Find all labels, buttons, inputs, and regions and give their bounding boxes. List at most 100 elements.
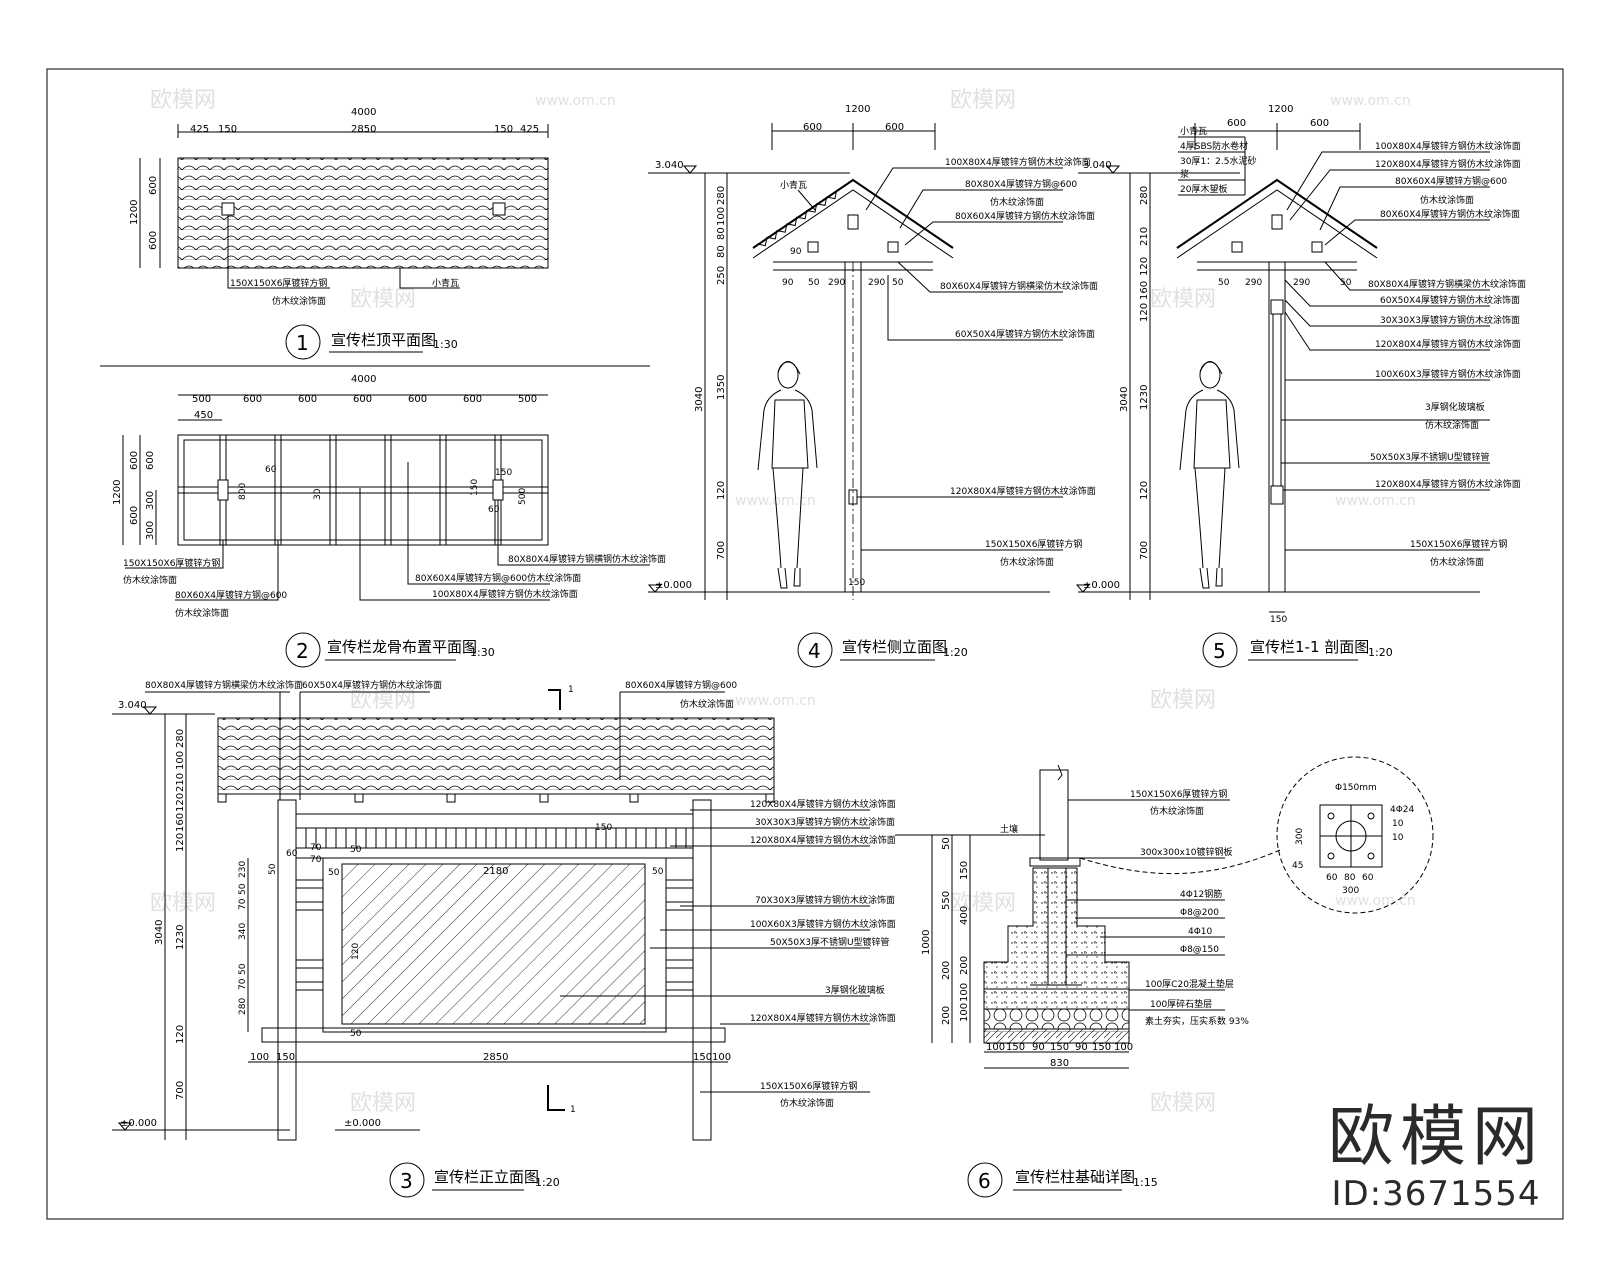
dim-label: 500 (518, 488, 528, 505)
note: 4Φ10 (1188, 927, 1213, 937)
dim-label: 1200 (845, 104, 870, 115)
note: 80X60X4厚镀锌方钢仿木纹涂饰面 (1380, 208, 1520, 220)
dim-label: 150 (218, 124, 237, 135)
note: 仿木纹涂饰面 (123, 574, 177, 586)
note: Φ8@150 (1180, 945, 1219, 955)
note: 4Φ12钢筋 (1180, 888, 1222, 900)
dim-label: 280 (716, 186, 727, 205)
drawing-number-circle (285, 632, 321, 668)
drawing-number-circle (1202, 632, 1238, 668)
dim-label: 425 (190, 124, 209, 135)
dim-label: 425 (520, 124, 539, 135)
dim-label: 1000 (921, 930, 932, 955)
note: 120X80X4厚镀锌方钢仿木纹涂饰面 (1375, 158, 1521, 170)
person-figure (1179, 361, 1240, 589)
dim-label: 100 (175, 751, 186, 770)
drawing-6-footing-detail: 土壤 1000 50 550 150 400 200 200 100 100 2… (895, 756, 1434, 1198)
drawing-1-roof-plan: 4000 425 150 2850 150 425 1200 600 600 1… (129, 107, 549, 360)
watermark: 欧模网 (950, 891, 1016, 916)
dim-label: 2180 (483, 866, 508, 877)
post (1268, 261, 1286, 593)
watermark: 欧模网 (150, 88, 216, 113)
dim-label: 280 (238, 998, 248, 1015)
dim-label: 700 (1139, 541, 1150, 560)
dim-label: 120 (1139, 257, 1150, 276)
dim-label: 50 (1340, 278, 1352, 288)
note: 120X80X4厚镀锌方钢仿木纹涂饰面 (750, 798, 896, 810)
dim-label: 3040 (1119, 387, 1130, 412)
dim-label: 60 (286, 849, 298, 859)
dim-label: 120 (1139, 481, 1150, 500)
note: 150X150X6厚镀锌方钢 (985, 538, 1082, 550)
note: 30X30X3厚镀锌方钢仿木纹涂饰面 (1380, 314, 1520, 326)
dim-label: 90 (1075, 1042, 1088, 1053)
detail-callout (1276, 756, 1434, 914)
dim-label: 280 (1139, 186, 1150, 205)
roof-tag: 小青瓦 (780, 179, 807, 191)
dim-label: 2850 (351, 124, 376, 135)
dim-label: 150 (1006, 1042, 1025, 1053)
dim-label: 450 (194, 410, 213, 421)
note: 120X80X4厚镀锌方钢仿木纹涂饰面 (750, 1012, 896, 1024)
dim-label: 150 (470, 479, 480, 496)
dim-label: 1200 (129, 200, 140, 225)
drawing-scale: 1:20 (1368, 646, 1393, 659)
dim-label: 600 (129, 506, 140, 525)
drawing-number-circle (285, 324, 321, 360)
roof-layer-stack: 小青瓦 4厚SBS防水卷材 30厚1：2.5水泥砂 浆 20厚木望板 (1178, 125, 1257, 196)
elevation-label: ±0.000 (344, 1118, 381, 1129)
dim-label: 200 (941, 1006, 952, 1025)
note: 100厚C20混凝土垫层 (1145, 978, 1234, 990)
note: 仿木纹涂饰面 (1420, 194, 1474, 206)
dim-label: 600 (353, 394, 372, 405)
layer-note: 20厚木望板 (1180, 183, 1227, 195)
dim-label: 600 (129, 451, 140, 470)
dim-label: 210 (175, 773, 186, 792)
dim-label: 600 (1310, 118, 1329, 129)
dim-label: 600 (803, 122, 822, 133)
dim-label: 60 (265, 465, 277, 475)
note: 仿木纹涂饰面 (990, 196, 1044, 208)
dim-label: 80 (716, 227, 727, 240)
note: 80X60X4厚镀锌方钢@600 (1395, 175, 1507, 187)
note: 150X150X6厚镀锌方钢 (760, 1080, 857, 1092)
gravel-layer (983, 1008, 1130, 1030)
note: 100X80X4厚镀锌方钢仿木纹涂饰面 (1375, 140, 1521, 152)
plate-dim: 4Φ24 (1390, 805, 1415, 815)
dim-label: 50 (941, 837, 952, 850)
plate-dim: 300 (1295, 828, 1305, 845)
dim-label: 120 (351, 943, 361, 960)
dim-label: 150 (693, 1052, 712, 1063)
dim-label: 250 (716, 266, 727, 285)
dim-label: 700 (175, 1081, 186, 1100)
elevation-label: 3.040 (118, 700, 147, 711)
note: 30X30X3厚镀锌方钢仿木纹涂饰面 (755, 816, 895, 828)
drawing-number: 5 (1213, 639, 1226, 663)
dim-label: 600 (885, 122, 904, 133)
dim-label: 50 (238, 963, 248, 975)
note: 120X80X4厚镀锌方钢仿木纹涂饰面 (1375, 338, 1521, 350)
dim-label: 150 (959, 861, 970, 880)
dim-label: 300 (145, 521, 156, 540)
dim-label: 500 (192, 394, 211, 405)
watermark: 欧模网 (350, 1091, 416, 1116)
note: Φ8@200 (1180, 908, 1219, 918)
drawing-number: 6 (978, 1169, 991, 1193)
elevation-label: 3.040 (1083, 160, 1112, 171)
dim-label: 600 (148, 176, 159, 195)
brand-name: 欧模网 (1328, 1098, 1544, 1175)
plate-dim: 10 (1392, 833, 1404, 843)
drawing-number-circle (389, 1162, 425, 1198)
dim-label: 210 (1139, 227, 1150, 246)
dim-label: 70 (238, 978, 248, 990)
note: 素土夯实，压实系数 93% (1145, 1015, 1249, 1027)
watermark-url: www.om.cn (535, 93, 616, 109)
dim-label: 90 (790, 247, 802, 257)
note: 仿木纹涂饰面 (1000, 556, 1054, 568)
person-figure (757, 361, 818, 589)
note: 仿木纹涂饰面 (680, 698, 734, 710)
dim-label: 290 (828, 278, 845, 288)
plate-dim: 300 (1342, 886, 1359, 896)
dim-label: 600 (145, 451, 156, 470)
note: 120X80X4厚镀锌方钢仿木纹涂饰面 (1375, 478, 1521, 490)
